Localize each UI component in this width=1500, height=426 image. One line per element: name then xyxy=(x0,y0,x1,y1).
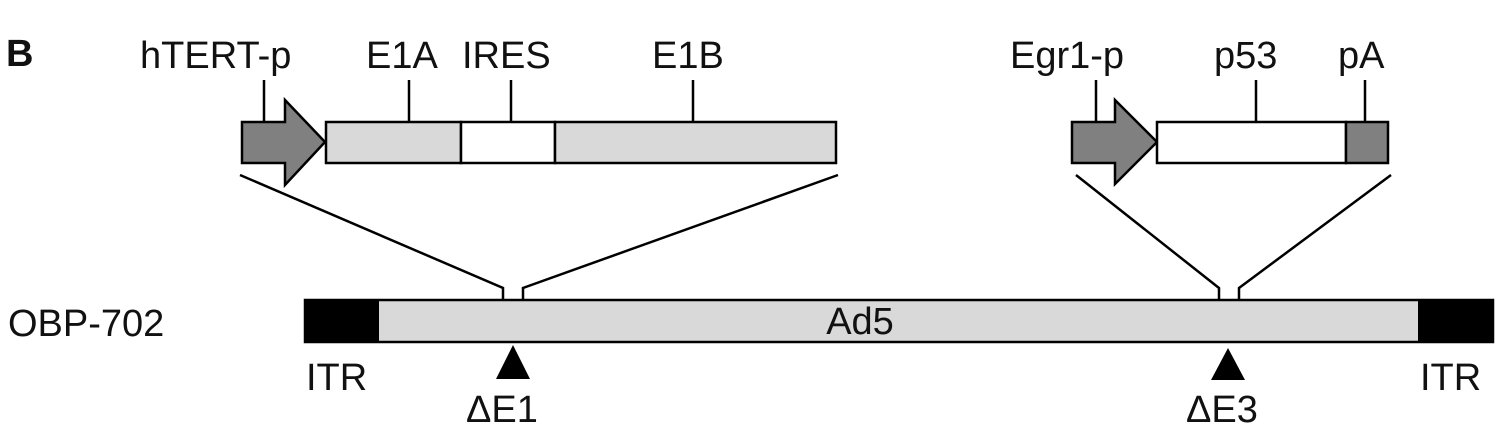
E1B-label: E1B xyxy=(652,35,724,77)
deletion-E1-marker-icon xyxy=(496,345,530,379)
insert-line-right-2 xyxy=(1237,173,1392,300)
IRES-box xyxy=(459,120,557,165)
deletion-E1-label: ΔE1 xyxy=(466,389,538,426)
Ad5-label: Ad5 xyxy=(826,301,894,343)
deletion-E3-marker-icon xyxy=(1211,348,1245,380)
Ad5-bar xyxy=(303,298,1495,344)
E1A-label: E1A xyxy=(366,35,438,77)
pA-label: pA xyxy=(1338,35,1385,77)
cassette-1: hTERT-p E1A IRES E1B xyxy=(140,35,839,300)
ITR-right-label: ITR xyxy=(1420,357,1481,399)
Egr1-promoter-arrow-icon xyxy=(1070,96,1159,188)
insert-line-left xyxy=(239,173,505,300)
hTERT-promoter-arrow-icon xyxy=(240,96,327,189)
hTERT-promoter-label: hTERT-p xyxy=(140,35,291,77)
IRES-label: IRES xyxy=(462,35,551,77)
ITR-right-block xyxy=(1418,300,1493,342)
construct-name: OBP-702 xyxy=(8,303,164,345)
insert-line-left-2 xyxy=(1075,174,1221,300)
ITR-left-label: ITR xyxy=(306,357,367,399)
Egr1-promoter-label: Egr1-p xyxy=(1010,35,1124,77)
pA-box xyxy=(1344,120,1390,165)
cassette-2: Egr1-p p53 pA xyxy=(1010,35,1392,300)
panel-label: B xyxy=(6,33,33,75)
E1A-box xyxy=(324,120,463,165)
p53-box xyxy=(1155,120,1348,165)
E1B-box xyxy=(553,120,838,165)
ITR-left-block xyxy=(305,300,379,342)
p53-label: p53 xyxy=(1214,35,1277,77)
adenovirus-backbone: OBP-702 Ad5 ITR ITR ΔE1 ΔE3 xyxy=(8,298,1495,426)
insert-line-right xyxy=(521,173,839,300)
deletion-E3-label: ΔE3 xyxy=(1186,389,1258,426)
